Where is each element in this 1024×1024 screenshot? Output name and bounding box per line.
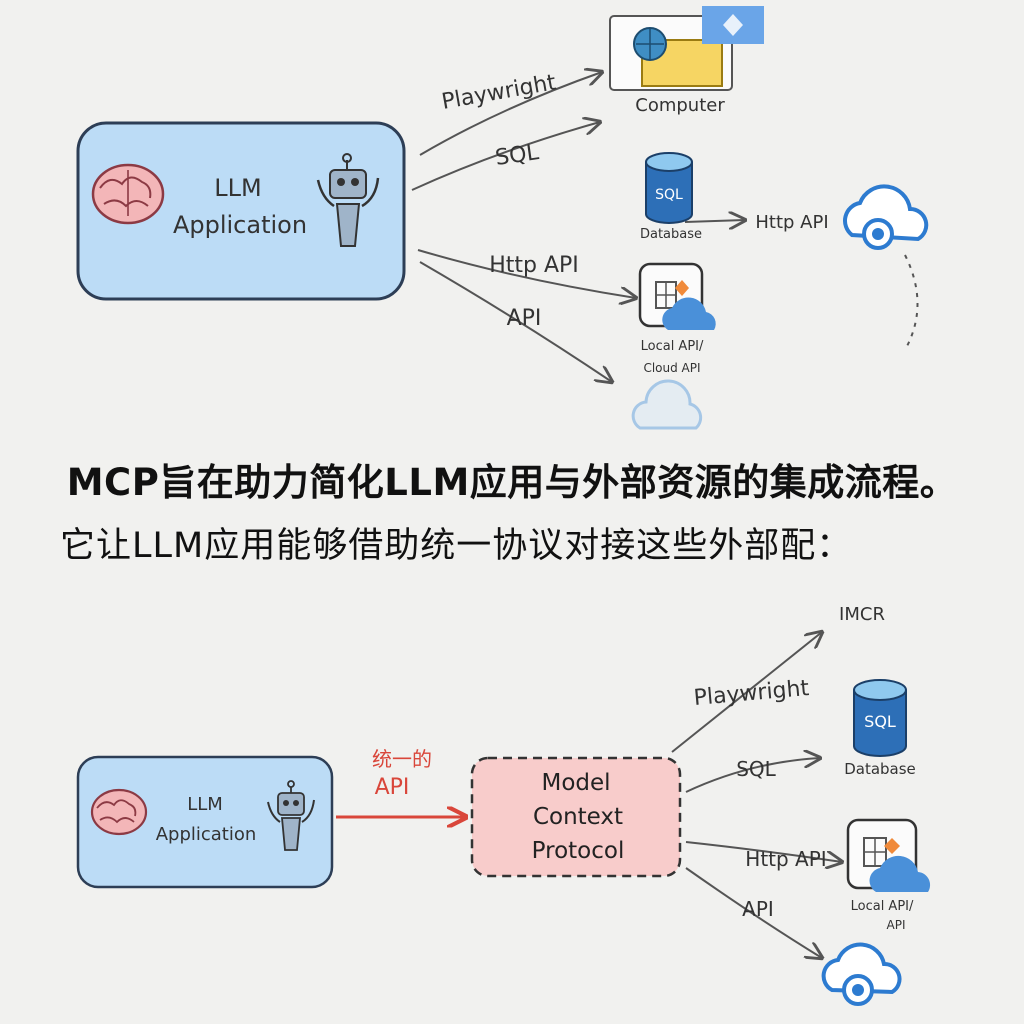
local-api-label-bottom-line2: API (887, 918, 906, 932)
faint-cloud-icon (631, 379, 703, 430)
database-badge: SQL (655, 187, 683, 203)
top-app-title-line2: Application (173, 211, 307, 239)
top-edge-label-sql: SQL (494, 140, 541, 171)
computer-icon (609, 6, 764, 91)
brain-icon-small (90, 788, 148, 836)
database-badge-bottom: SQL (864, 712, 896, 731)
subline: 它让LLM应用能够借助统一协议对接这些外部配： (60, 526, 853, 566)
top-edge-label-playwright: Playwright (440, 70, 559, 115)
top-edges (411, 72, 919, 382)
bottom-app-box (76, 755, 334, 889)
bottom-app-title-line1: LLM (187, 794, 223, 815)
local-api-label-bottom-line1: Local API/ (851, 899, 914, 914)
db-to-cloud-label: Http API (755, 212, 828, 233)
top-app-title-line1: LLM (214, 174, 261, 202)
local-api-label-line1: Local API/ (641, 339, 704, 354)
local-api-icon (638, 262, 716, 330)
mcp-line1: Model (541, 770, 610, 796)
bottom-edge-label-playwright: Playwright (693, 676, 811, 711)
bottom-edge-label-api: API (742, 897, 774, 921)
headline: MCP旨在助力简化LLM应用与外部资源的集成流程。 (66, 461, 958, 504)
computer-label: Computer (635, 95, 725, 116)
top-edge-label-api: API (507, 306, 542, 331)
top-edge-label-http-api: Http API (489, 253, 579, 278)
bottom-edge-label-http-api: Http API (745, 847, 826, 871)
database-label: Database (640, 227, 702, 242)
cloud-icon-bottom (821, 942, 902, 1006)
mcp-line2: Context (533, 804, 623, 830)
database-icon-bottom (853, 679, 907, 757)
robot-icon-small (267, 780, 315, 851)
bottom-edge-label-sql: SQL (736, 757, 776, 781)
brain-icon (91, 163, 165, 225)
bottom-app-title-line2: Application (156, 824, 257, 845)
local-api-icon-bottom (846, 818, 931, 892)
robot-icon (316, 153, 380, 247)
unified-label-line2: API (375, 775, 410, 800)
database-icon (645, 152, 693, 224)
top-app-box (76, 121, 406, 301)
local-api-label-line2: Cloud API (643, 361, 700, 375)
unified-label-line1: 统一的 (372, 747, 432, 771)
mcp-line3: Protocol (532, 838, 625, 864)
bottom-edges (671, 632, 842, 958)
cloud-icon (843, 184, 929, 250)
mcp-box (470, 756, 682, 878)
database-label-bottom: Database (844, 760, 916, 778)
top-target-label: IMCR (839, 604, 885, 625)
